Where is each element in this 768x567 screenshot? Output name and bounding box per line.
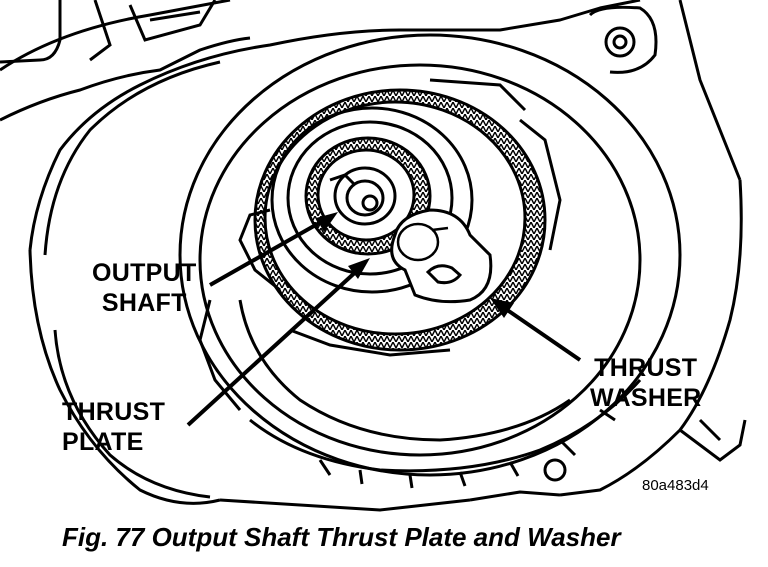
label-output-shaft-line1: OUTPUT [92,259,197,287]
figure-caption: Fig. 77 Output Shaft Thrust Plate and Wa… [62,522,621,552]
label-thrust-washer-line1: THRUST [594,354,698,382]
label-thrust-washer-line2: WASHER [590,384,702,412]
callout-arrows [186,212,582,427]
case-bosses [89,0,747,482]
label-thrust-plate-line2: PLATE [62,428,144,456]
arrow-output-shaft [209,216,329,287]
arrow-thrust-plate [186,266,362,427]
figure-code: 80a483d4 [642,477,709,494]
label-output-shaft-line2: SHAFT [101,289,187,317]
arrow-thrust-washer [498,303,582,362]
label-thrust-washer: THRUST WASHER [590,353,702,413]
transmission-case [0,0,743,512]
label-thrust-plate: THRUST PLATE [62,397,165,457]
thrust-washer [390,208,493,304]
label-output-shaft: OUTPUT SHAFT [92,258,197,318]
label-thrust-plate-line1: THRUST [62,398,166,426]
